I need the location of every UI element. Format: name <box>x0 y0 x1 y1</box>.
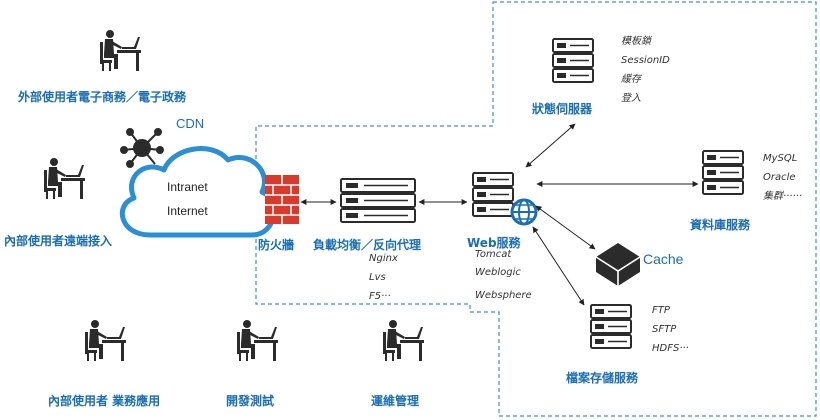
ops-user-icon <box>383 320 424 361</box>
db-note-mysql: MySQL <box>763 153 798 164</box>
database-label: 資料庫服務 <box>690 218 751 232</box>
state-note-login: 登入 <box>621 93 641 104</box>
remote-user-icon <box>44 158 85 199</box>
dmz-boundary <box>255 1 817 417</box>
state-note-cache: 緩存 <box>621 74 641 85</box>
cache-icon <box>595 243 641 286</box>
web-service-label: Web服務 <box>467 236 521 250</box>
cloud-intranet-label: Intranet <box>167 180 208 194</box>
state-note-lock: 模板鎖 <box>621 36 651 47</box>
devtest-user-icon <box>237 320 278 361</box>
external-user-label: 外部使用者電子商務／電子政務 <box>18 90 187 104</box>
ops-label: 運維管理 <box>371 394 420 408</box>
devtest-label: 開發測試 <box>226 394 275 408</box>
state-server-icon <box>552 38 594 83</box>
cache-label: Cache <box>643 251 684 267</box>
load-balancer-label: 負載均衡／反向代理 <box>313 238 422 252</box>
storage-note-sftp: SFTP <box>652 324 677 335</box>
state-server-label: 狀態伺服器 <box>532 102 593 116</box>
web-note-tomcat: Tomcat <box>475 249 512 260</box>
load-balancer-icon <box>340 178 416 223</box>
lb-note-nginx: Nginx <box>369 253 398 264</box>
cloud-internet-label: Internet <box>167 204 208 218</box>
firewall-icon <box>265 175 299 224</box>
web-server-icon <box>472 172 514 217</box>
storage-note-hdfs: HDFS··· <box>652 343 689 354</box>
state-note-session: SessionID <box>621 55 670 66</box>
cdn-label: CDN <box>176 116 205 131</box>
web-note-websphere: Websphere <box>475 290 532 301</box>
firewall-label: 防火牆 <box>258 238 295 252</box>
storage-label: 檔案存儲服務 <box>566 371 639 385</box>
internal-apps-label: 內部使用者 業務應用 <box>48 394 161 408</box>
lb-note-lvs: Lvs <box>369 272 386 283</box>
storage-note-ftp: FTP <box>652 305 670 316</box>
cdn-network-icon <box>120 128 164 168</box>
storage-server-icon <box>590 304 632 349</box>
db-note-oracle: Oracle <box>763 172 796 183</box>
web-note-weblogic: Weblogic <box>475 267 521 278</box>
external-user-icon <box>100 30 141 71</box>
lb-note-f5: F5··· <box>369 291 391 302</box>
database-server-icon <box>702 150 744 195</box>
db-note-cluster: 集群······ <box>763 191 803 202</box>
internal-user-icon <box>85 320 126 361</box>
globe-icon <box>510 198 538 226</box>
connectors <box>300 123 699 306</box>
remote-user-label: 內部使用者遠端接入 <box>4 234 113 248</box>
